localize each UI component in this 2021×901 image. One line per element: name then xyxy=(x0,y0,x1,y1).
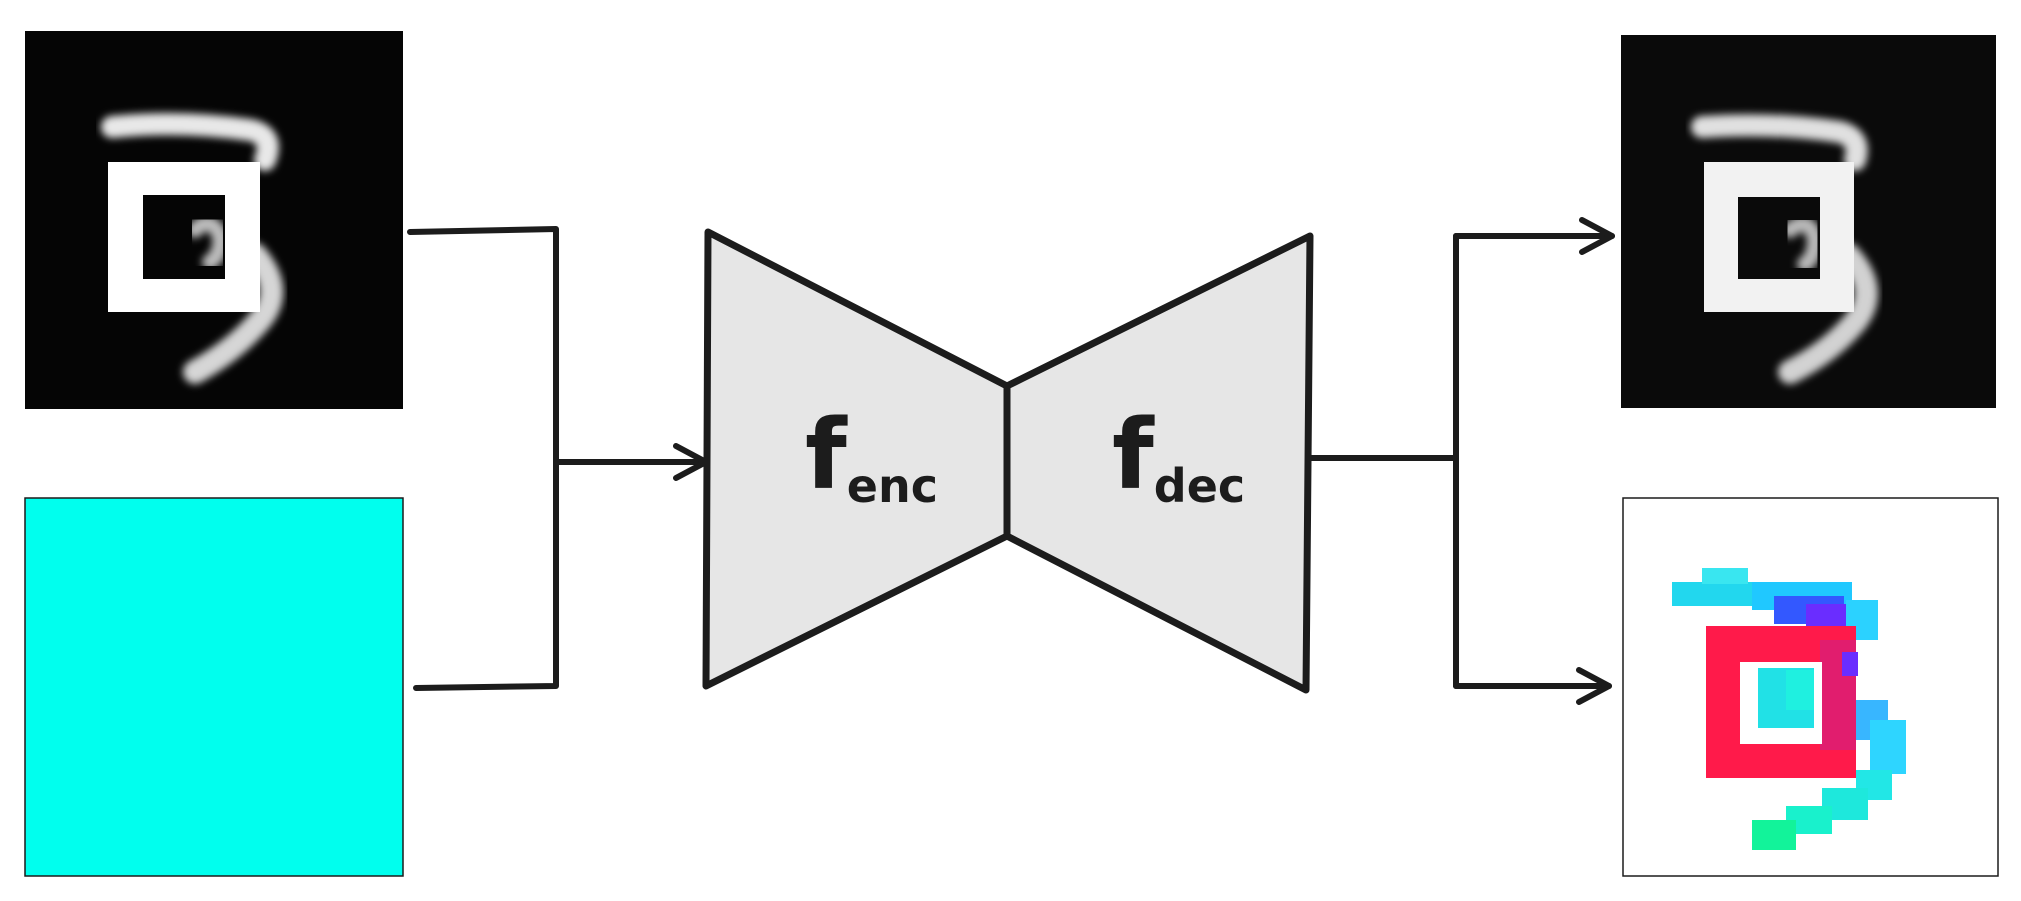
input-digit-image xyxy=(25,31,403,409)
decoder-block: fdec xyxy=(1003,232,1314,694)
input-connector-lines xyxy=(407,226,559,691)
output-connector-lines xyxy=(1307,233,1459,689)
encoder-label: fenc xyxy=(805,399,938,513)
decoder-label: fdec xyxy=(1112,399,1245,513)
output-map-image xyxy=(1622,497,1999,877)
encoder-block: fenc xyxy=(702,228,1011,690)
input-mask-image xyxy=(24,497,404,877)
output-digit-image xyxy=(1621,35,1996,408)
